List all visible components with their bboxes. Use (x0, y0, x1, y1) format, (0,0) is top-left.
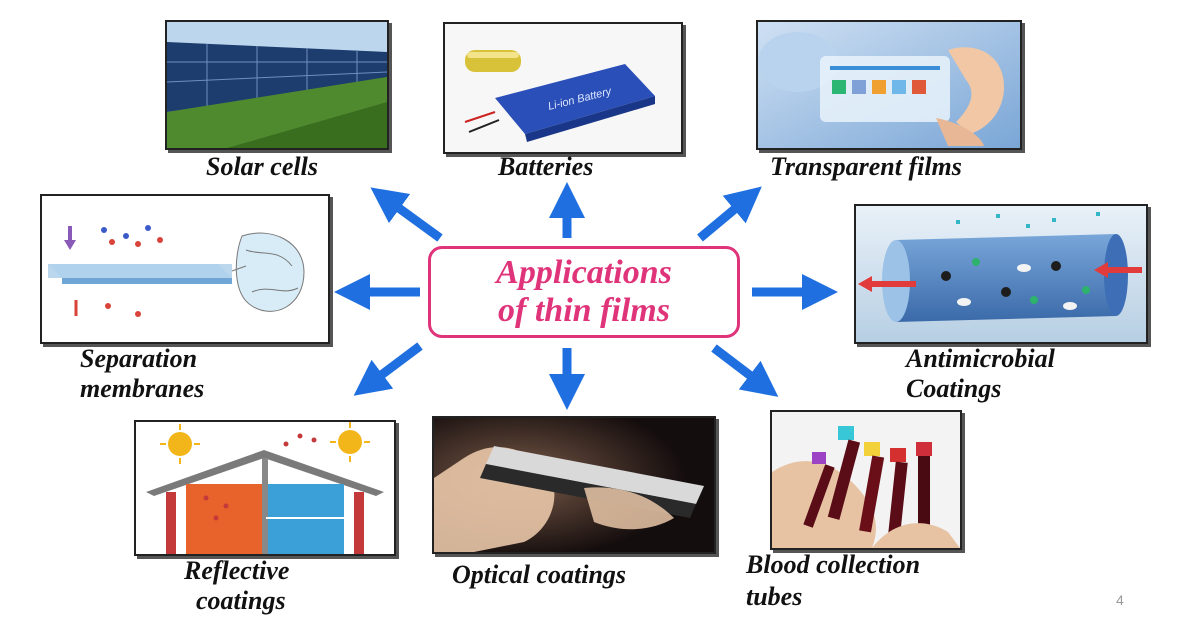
label-antimicrobial-line2: Coatings (906, 374, 1002, 403)
separation-membranes-image (40, 194, 330, 344)
transparent-films-image (756, 20, 1022, 150)
antimicrobial-coatings-image (854, 204, 1148, 344)
center-title-box: Applications of thin films (428, 246, 740, 338)
label-separation-line2: membranes (80, 374, 205, 403)
label-blood-line2: tubes (746, 582, 803, 611)
arrow-to-blood (711, 344, 779, 397)
label-separation-line1: Separation (80, 344, 198, 373)
center-title-line1: Applications (496, 254, 672, 291)
label-transparent-films: Transparent films (770, 152, 962, 181)
label-antimicrobial-line1: Antimicrobial (906, 344, 1055, 373)
label-optical-coatings: Optical coatings (452, 560, 627, 589)
sun-icon-right (330, 422, 370, 462)
optical-coatings-image (432, 416, 716, 554)
solar-cells-image (165, 20, 389, 150)
arrow-to-transparent (697, 186, 762, 242)
sun-icon-left (160, 424, 200, 464)
reflective-coatings-image (134, 420, 396, 556)
page-number: 4 (1116, 592, 1124, 608)
center-title-line2: of thin films (498, 292, 670, 329)
label-blood-line1: Blood collection (746, 550, 921, 579)
label-reflective-line1: Reflective (184, 556, 290, 585)
label-batteries: Batteries (498, 152, 594, 181)
label-solar-cells: Solar cells (206, 152, 318, 181)
label-reflective-line2: coatings (196, 586, 286, 615)
arrow-to-reflective (353, 342, 423, 396)
batteries-image: Li-ion Battery (443, 22, 683, 154)
blood-collection-tubes-image (770, 410, 962, 550)
arrow-to-solar (370, 187, 443, 242)
